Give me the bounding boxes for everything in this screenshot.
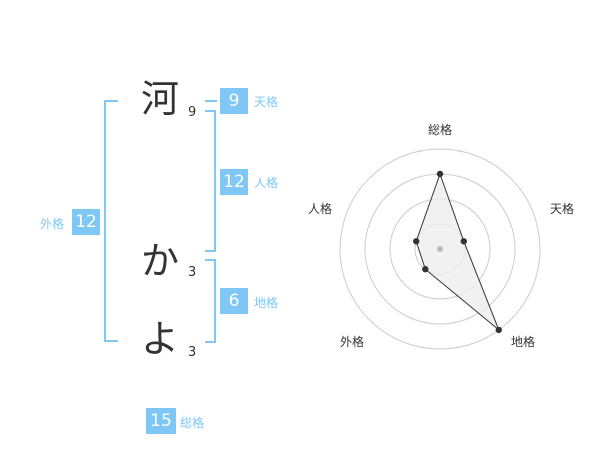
soukaku-value: 15 <box>146 408 176 434</box>
jinkaku-bracket <box>205 110 216 252</box>
radar-axis-label-gaikaku: 外格 <box>340 335 365 349</box>
stroke-count-1: 9 <box>188 105 197 120</box>
radar-axis-label-tenkaku: 天格 <box>550 202 575 216</box>
radar-point-5 <box>413 238 420 245</box>
name-char-2: か <box>140 239 179 283</box>
tenkaku-value: 9 <box>220 88 248 114</box>
jinkaku-label: 人格 <box>254 176 279 190</box>
radar-axis-label-jinkaku: 人格 <box>308 202 333 216</box>
radar-point-3 <box>495 326 502 334</box>
radar-axis-label-chikaku: 地格 <box>511 335 536 349</box>
soukaku-label: 総格 <box>180 416 205 430</box>
radar-point-4 <box>422 266 429 273</box>
radar-center-dot <box>437 246 443 252</box>
radar-polygon <box>415 172 500 331</box>
chikaku-label: 地格 <box>254 296 279 310</box>
name-char-3: よ <box>140 317 179 361</box>
radar-axis-label-soukaku: 総格 <box>428 123 453 137</box>
gaikaku-value: 12 <box>72 209 100 235</box>
name-char-1: 河 <box>140 77 179 121</box>
tenkaku-bracket <box>205 100 217 102</box>
chikaku-bracket <box>205 259 216 343</box>
chikaku-value: 6 <box>220 288 248 314</box>
radar-point-1 <box>436 170 444 178</box>
stroke-count-2: 3 <box>188 265 197 280</box>
stroke-count-3: 3 <box>188 345 197 360</box>
jinkaku-value: 12 <box>220 169 248 195</box>
tenkaku-label: 天格 <box>254 95 279 109</box>
gaikaku-label: 外格 <box>40 217 65 231</box>
gaikaku-bracket <box>104 100 118 342</box>
radar-point-2 <box>460 238 467 245</box>
radar-ring-1 <box>339 148 541 350</box>
